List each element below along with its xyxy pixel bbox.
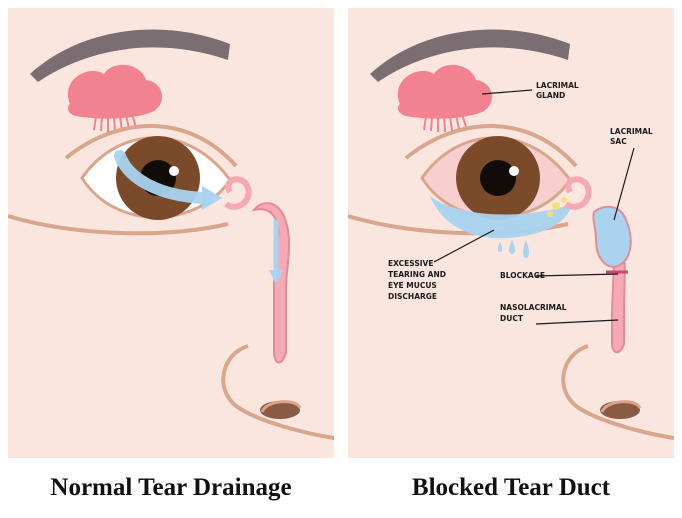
lacrimal-gland bbox=[67, 64, 163, 133]
eye bbox=[80, 136, 232, 220]
label-lacrimal-sac: LACRIMAL SAC bbox=[610, 127, 653, 146]
leader-lacrimal-gland bbox=[481, 89, 533, 95]
pooled-tears bbox=[430, 196, 572, 239]
label-lacrimal-sac-line1: LACRIMAL bbox=[610, 127, 653, 136]
upper-lid-line bbox=[64, 124, 238, 168]
label-excessive-line4: DISCHARGE bbox=[388, 292, 437, 301]
caption-blocked-tear-duct: Blocked Tear Duct bbox=[411, 474, 611, 501]
label-lacrimal-sac-line2: SAC bbox=[610, 137, 627, 146]
punctum bbox=[224, 176, 252, 210]
nasolacrimal-duct bbox=[611, 257, 626, 354]
cheek-line bbox=[8, 214, 229, 236]
label-nasolacrimal-line1: NASOLACRIMAL bbox=[500, 303, 567, 312]
label-excessive-line1: EXCESSIVE bbox=[388, 259, 433, 268]
label-blockage: BLOCKAGE bbox=[500, 271, 545, 280]
punctum bbox=[564, 176, 592, 210]
blocked-duct-panel: LACRIMAL GLAND LACRIMAL SAC EXCESSIVE TE… bbox=[348, 8, 674, 458]
tear-duct bbox=[251, 202, 290, 364]
upper-lid-line bbox=[404, 124, 578, 168]
label-excessive-line2: TEARING AND bbox=[388, 270, 446, 279]
label-lacrimal-gland-line2: GLAND bbox=[536, 91, 565, 100]
leader-nasolacrimal bbox=[535, 319, 619, 325]
leader-lacrimal-sac bbox=[613, 147, 635, 221]
duct-flow-arrow bbox=[269, 220, 283, 284]
tear-drops bbox=[497, 240, 529, 258]
label-excessive-tearing: EXCESSIVE TEARING AND EYE MUCUS DISCHARG… bbox=[388, 259, 446, 301]
lacrimal-sac bbox=[592, 205, 632, 268]
mucus-discharge bbox=[547, 197, 567, 217]
nose-outline bbox=[561, 344, 674, 440]
label-nasolacrimal-line2: DUCT bbox=[500, 314, 524, 323]
caption-normal-tear-drainage: Normal Tear Drainage bbox=[50, 474, 292, 501]
label-nasolacrimal-duct: NASOLACRIMAL DUCT bbox=[500, 303, 567, 323]
eyebrow bbox=[370, 29, 570, 82]
tear-flow-arrowhead bbox=[202, 186, 222, 210]
label-lacrimal-gland: LACRIMAL GLAND bbox=[536, 81, 579, 100]
eyebrow bbox=[30, 29, 230, 82]
irritated-eye bbox=[420, 136, 572, 220]
label-blockage-text: BLOCKAGE bbox=[500, 271, 545, 280]
normal-drainage-illustration bbox=[8, 29, 334, 440]
tear-flow-arrow bbox=[114, 150, 210, 204]
label-lacrimal-gland-line1: LACRIMAL bbox=[536, 81, 579, 90]
label-excessive-line3: EYE MUCUS bbox=[388, 281, 437, 290]
nose-outline bbox=[221, 344, 334, 440]
leader-excessive bbox=[433, 229, 495, 263]
blocked-duct-illustration: LACRIMAL GLAND LACRIMAL SAC EXCESSIVE TE… bbox=[348, 29, 674, 440]
leader-blockage bbox=[535, 273, 619, 277]
lacrimal-gland bbox=[397, 64, 493, 133]
normal-drainage-panel bbox=[8, 8, 334, 458]
